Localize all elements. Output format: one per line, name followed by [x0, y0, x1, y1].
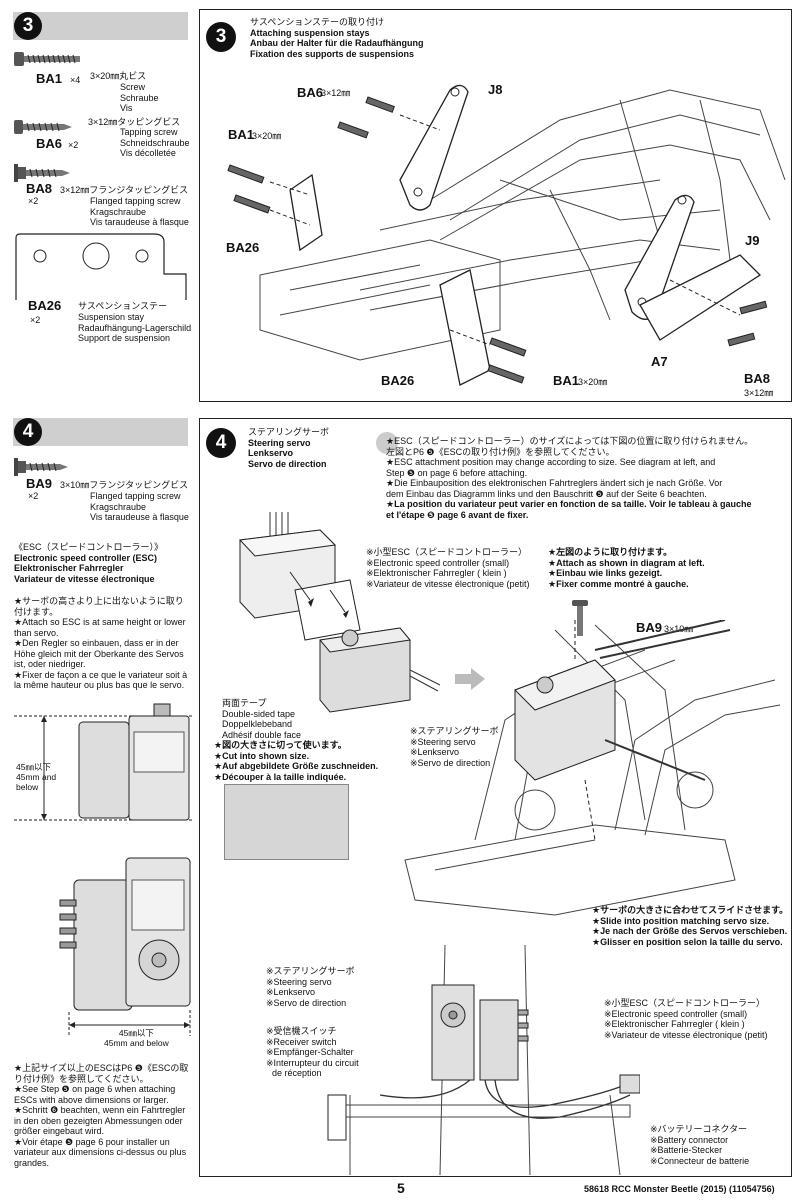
esc-top-view-diagram: [59, 857, 191, 1036]
part-size-ba6: 3×12㎜タッピングビス: [88, 117, 181, 127]
part-size-ba8: 3×12㎜フランジタッピングビス: [60, 185, 189, 195]
callout-ba1-lower-size: 3×20㎜: [578, 377, 608, 387]
note-highlight-circle: [376, 432, 398, 454]
cut-notes: ★図の大きさに切って使います。 ★Cut into shown size. ★A…: [214, 740, 379, 782]
esc-tape-servo-diagram: [238, 512, 441, 713]
step4-bar: [13, 418, 188, 446]
screw-ba9-icon: [14, 458, 68, 476]
part-code-ba6: BA6: [36, 136, 63, 151]
page-number: 5: [397, 1180, 405, 1196]
screw-ba1-icon: [14, 52, 80, 66]
esc-side-view-diagram: [14, 703, 194, 821]
esc-size-notes: ★上記サイズ以上のESCはP6 ❺《ESCの取り付け例》を参照してください。 ★…: [14, 1063, 189, 1168]
arrow-icon: [455, 668, 485, 690]
part-a7: [639, 254, 762, 341]
step4-number-badge: 4: [14, 418, 42, 446]
chassis-suspension-diagram: [227, 84, 786, 386]
battery-connector-label: ※バッテリーコネクター ※Battery connector ※Batterie…: [650, 1124, 750, 1166]
small-esc-label: ※小型ESC（スピードコントローラー） ※Electronic speed co…: [366, 547, 530, 589]
part-code-ba1: BA1: [36, 71, 63, 86]
step3-number-badge: 3: [14, 12, 42, 40]
servo-mounting-diagram: [404, 620, 781, 916]
attach-left-notes: ★左図のように取り付けます。 ★Attach as shown in diagr…: [548, 547, 705, 589]
callout-ba6: BA6: [297, 85, 324, 100]
suspension-stay-ba26-icon: [15, 233, 187, 300]
esc-position-note: ★ESC（スピードコントローラー）のサイズによっては下図の位置に取り付けられませ…: [386, 436, 754, 520]
document-id: 58618 RCC Monster Beetle (2015) (1105475…: [584, 1184, 775, 1194]
step3-bar: [13, 12, 188, 40]
part-ba26-upper: [289, 173, 323, 252]
part-size-ba26: サスペンションステー: [78, 301, 168, 311]
callout-ba8: BA8: [744, 371, 771, 386]
callout-ba1-lower: BA1: [553, 373, 580, 388]
callout-ba1-upper-size: 3×20㎜: [252, 131, 282, 141]
part-ba26-lower: [439, 269, 491, 386]
callout-a7: A7: [651, 354, 668, 369]
part-qty-ba26: ×2: [30, 315, 41, 325]
callout-ba1-upper: BA1: [228, 127, 255, 142]
step3-diagram-badge: 3: [206, 22, 236, 52]
small-esc-label-bottom: ※小型ESC（スピードコントローラー） ※Electronic speed co…: [604, 998, 768, 1040]
servo-label-bottom: ※ステアリングサーボ ※Steering servo ※Lenkservo ※S…: [266, 966, 355, 1008]
part-qty-ba6: ×2: [68, 140, 79, 150]
esc-notes: ★サーボの高さより上に出ないように取り付けます。 ★Attach so ESC …: [14, 596, 188, 690]
step4-diagram-box: [199, 418, 792, 1177]
step4-title: ステアリングサーボ Steering servo Lenkservo Servo…: [248, 427, 330, 469]
callout-ba6-size: 3×12㎜: [321, 88, 351, 98]
part-size-ba9: 3×10㎜フランジタッピングビス: [60, 480, 189, 490]
tape-size-template: [224, 784, 349, 860]
callout-ba9-size: 3×10㎜: [664, 624, 694, 634]
esc-heading: 《ESC（スピードコントローラー）》 Electronic speed cont…: [14, 542, 164, 584]
part-code-ba26: BA26: [28, 298, 62, 313]
tape-label: 両面テープ Double-sided tape Doppelklebeband …: [222, 698, 302, 740]
servo-label: ※ステアリングサーボ ※Steering servo ※Lenkservo ※S…: [410, 726, 499, 768]
callout-ba8-size: 3×12㎜: [744, 388, 774, 398]
callout-j9: J9: [745, 233, 760, 248]
receiver-switch-label: ※受信機スイッチ ※Receiver switch ※Empfänger-Sch…: [266, 1026, 359, 1078]
part-j8: [399, 84, 469, 211]
step3-diagram-box: [199, 9, 792, 402]
step4-diagram-badge: 4: [206, 428, 236, 458]
callout-ba9: BA9: [636, 620, 663, 635]
step3-title: サスペンションステーの取り付け Attaching suspension sta…: [250, 17, 424, 59]
callout-ba26-lower: BA26: [381, 373, 415, 388]
screw-ba9-callout-icon: [572, 600, 588, 636]
callout-ba26-upper: BA26: [226, 240, 260, 255]
slide-notes: ★サーボの大きさに合わせてスライドさせます。 ★Slide into posit…: [592, 905, 789, 947]
part-code-ba8: BA8: [26, 181, 53, 196]
part-qty-ba8: ×2: [28, 196, 39, 206]
part-code-ba9: BA9: [26, 476, 53, 491]
screw-ba6-icon: [14, 120, 72, 134]
part-size-ba1: 3×20㎜丸ビス: [90, 71, 147, 81]
part-qty-ba1: ×4: [70, 75, 81, 85]
callout-j8: J8: [488, 82, 503, 97]
screw-ba8-icon: [14, 164, 70, 182]
part-qty-ba9: ×2: [28, 491, 39, 501]
receiver-layout-diagram: [327, 945, 640, 1175]
